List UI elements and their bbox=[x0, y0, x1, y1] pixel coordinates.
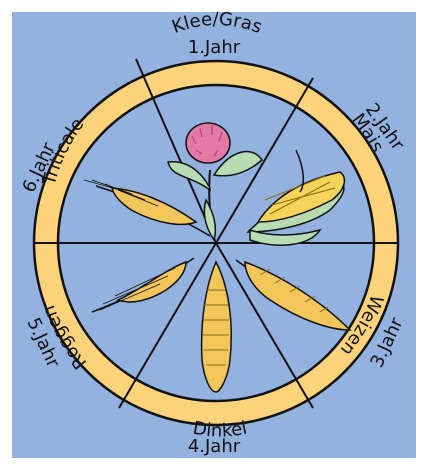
year-label-1: 1.Jahr bbox=[188, 37, 241, 58]
year-label-4: 4.Jahr bbox=[188, 436, 241, 457]
